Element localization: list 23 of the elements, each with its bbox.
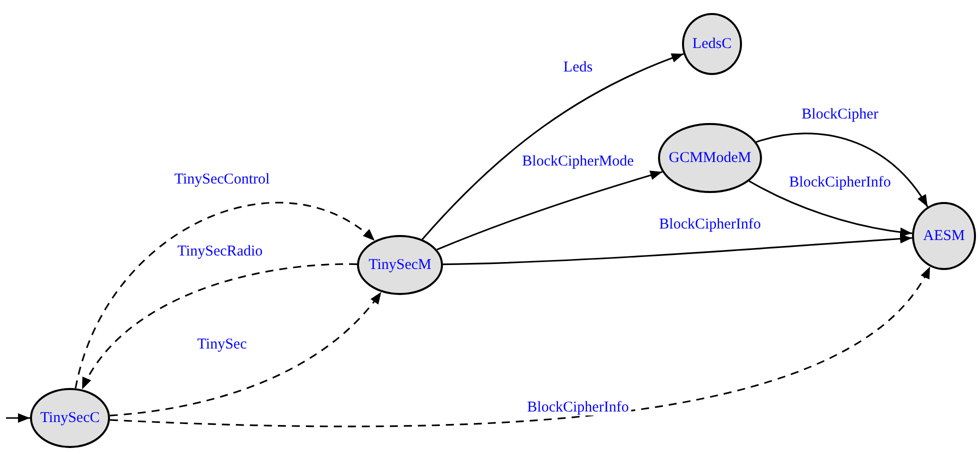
arrow bbox=[110, 292, 382, 416]
edge-label: BlockCipherMode bbox=[520, 154, 636, 170]
arrow bbox=[74, 202, 376, 388]
edge-label: BlockCipherInfo bbox=[525, 400, 631, 416]
edge-label: TinySecRadio bbox=[175, 244, 265, 260]
arrow bbox=[756, 132, 928, 208]
node-label: GCMModeM bbox=[668, 150, 752, 166]
node-label: LedsC bbox=[692, 36, 732, 52]
edge-label: TinySecControl bbox=[172, 172, 272, 188]
arrow bbox=[6, 413, 30, 423]
arrow bbox=[422, 53, 684, 240]
arrow bbox=[81, 263, 358, 390]
edge-label: BlockCipher bbox=[800, 108, 880, 122]
edge-label: TinySec bbox=[195, 338, 249, 352]
edge-label: BlockCipherInfo bbox=[787, 176, 893, 190]
edge-label: BlockCipherInfo bbox=[657, 218, 763, 232]
arrow bbox=[442, 234, 912, 266]
arrow bbox=[436, 170, 662, 250]
node-label: TinySecM bbox=[368, 258, 432, 272]
node-label: AESM bbox=[923, 228, 965, 244]
arrow bbox=[748, 180, 912, 237]
node-label: TinySecC bbox=[40, 410, 100, 426]
arrow bbox=[110, 266, 931, 427]
